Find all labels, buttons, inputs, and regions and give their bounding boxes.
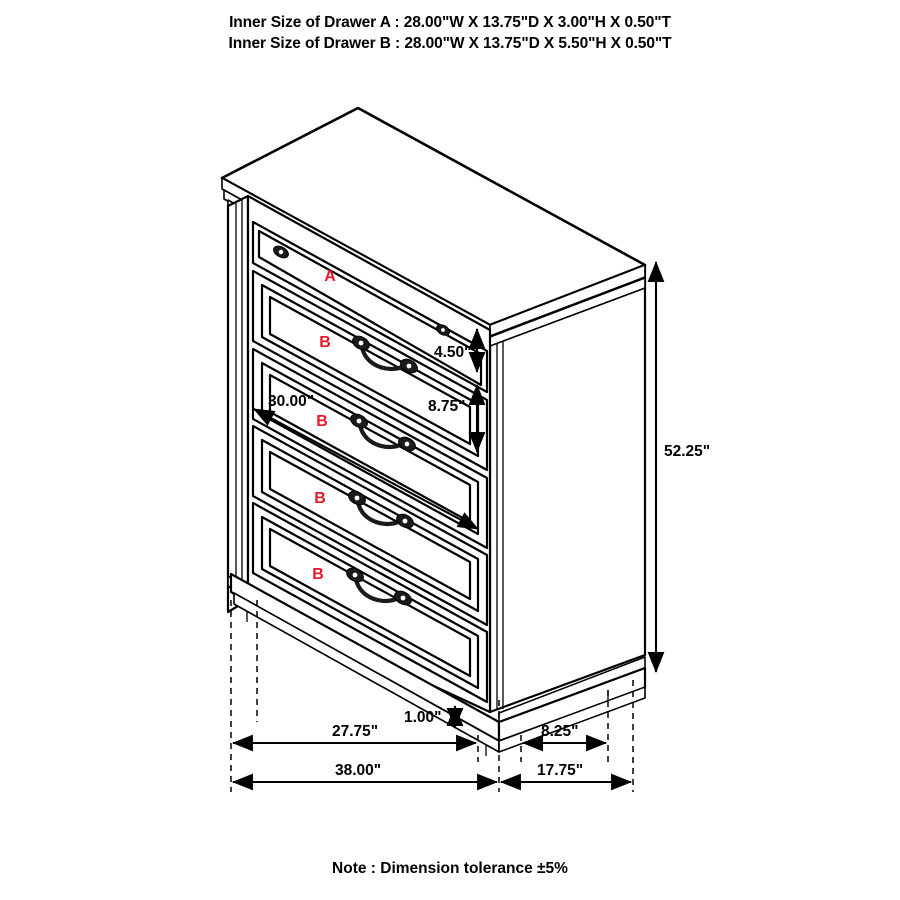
- drawer-letter-labels: A B B B B: [312, 268, 336, 583]
- dimension-drawer-width-label: 30.00": [268, 393, 314, 410]
- drawer-front-b4[interactable]: [251, 501, 489, 704]
- dimension-total-depth-label: 17.75": [537, 762, 583, 779]
- tolerance-note: Note : Dimension tolerance ±5%: [332, 860, 568, 877]
- drawer-label-b1: B: [319, 334, 331, 351]
- dimension-overall-height-label: 52.25": [664, 443, 710, 460]
- dimension-overall-height: 52.25": [647, 260, 710, 674]
- chest-left-post: [226, 194, 250, 614]
- header-block: Inner Size of Drawer A : 28.00"W X 13.75…: [0, 12, 900, 54]
- dimension-base-height: 1.00": [404, 704, 464, 730]
- dimension-front-width: 27.75": [231, 723, 478, 752]
- dimension-side-base: 8.25": [521, 723, 608, 752]
- drawer-b4-bail-pull[interactable]: [344, 565, 414, 607]
- drawer-a-knob[interactable]: [272, 244, 291, 261]
- dimension-side-base-label: 8.25": [541, 723, 579, 740]
- dimension-drawer-a-height-label: 4.50": [434, 344, 472, 361]
- dimension-base-height-label: 1.00": [404, 709, 442, 726]
- dimension-extension-lines: [230, 600, 634, 792]
- drawer-label-a: A: [324, 268, 336, 285]
- dimension-front-width-label: 27.75": [332, 723, 378, 740]
- drawer-b1-bail-pull[interactable]: [350, 333, 420, 375]
- dimension-drawer-width: 30.00": [253, 393, 479, 530]
- drawer-label-b2: B: [316, 413, 328, 430]
- drawer-b1-keyhole: [435, 324, 451, 336]
- dimension-drawer-b-height-label: 8.75": [428, 398, 466, 415]
- dimension-total-depth: 17.75": [499, 762, 633, 791]
- drawer-a-inner-size-line: Inner Size of Drawer A : 28.00"W X 13.75…: [229, 14, 671, 31]
- drawer-label-b3: B: [314, 490, 326, 507]
- dimension-total-width: 38.00": [231, 762, 499, 791]
- drawer-label-b4: B: [312, 566, 324, 583]
- dimension-total-width-label: 38.00": [335, 762, 381, 779]
- dimension-drawer-a-height: 4.50": [434, 327, 486, 374]
- drawer-b-inner-size-line: Inner Size of Drawer B : 28.00"W X 13.75…: [228, 35, 672, 52]
